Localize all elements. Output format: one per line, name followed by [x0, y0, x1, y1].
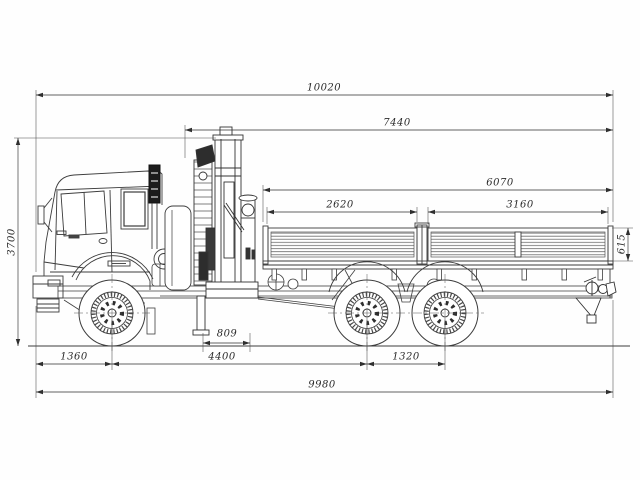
dimension-arrows	[15, 92, 631, 395]
cab-step	[36, 298, 60, 313]
door-handle	[56, 230, 67, 235]
dim-platform-section-front: 2620	[326, 199, 354, 211]
dim-side-board-height: 615	[616, 233, 628, 255]
outrigger-leg	[196, 295, 206, 331]
dim-overall-length: 10020	[306, 82, 342, 94]
loader-crane	[192, 126, 259, 336]
wheel-centerlines	[74, 274, 484, 354]
cargo-platform	[262, 222, 614, 298]
air-intake-stack	[148, 164, 192, 291]
tow-coupling	[575, 276, 617, 324]
front-bumper	[32, 275, 64, 299]
dim-wheelbase: 4400	[208, 351, 236, 363]
dim-outrigger-spacing: 809	[216, 328, 238, 340]
truck-cab	[32, 170, 163, 313]
outrigger-foot	[192, 329, 210, 336]
dim-ground-length: 9980	[308, 379, 336, 391]
board-latches	[271, 268, 603, 281]
dim-front-overhang: 1360	[60, 351, 88, 363]
rear-fenders	[328, 261, 484, 293]
cab-rear-panel	[164, 205, 192, 291]
front-mudflap	[146, 307, 156, 335]
mirror-icon	[37, 205, 45, 225]
dim-platform-section-rear: 3160	[506, 199, 534, 211]
dim-crane-platform-length: 7440	[383, 117, 411, 129]
brand-badge	[68, 234, 80, 239]
dim-overall-height: 3700	[6, 228, 18, 256]
dimension-lines	[17, 94, 629, 393]
headlight-icon	[47, 279, 61, 287]
rear-bracket	[575, 297, 602, 319]
dim-rear-bogie-spacing: 1320	[392, 351, 420, 363]
extension-lines	[14, 90, 633, 398]
dim-platform-length: 6070	[486, 177, 514, 189]
